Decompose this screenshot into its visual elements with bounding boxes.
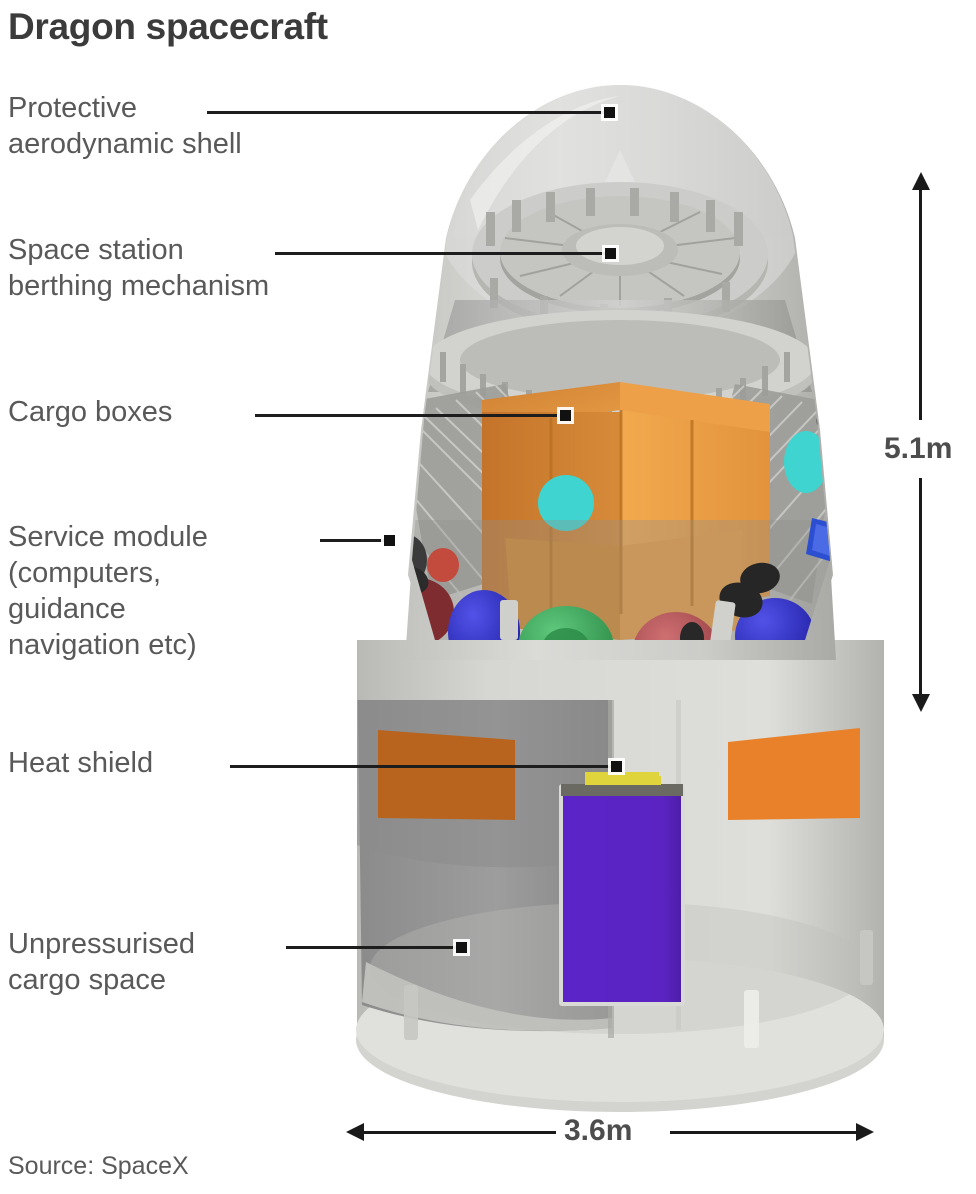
trunk-section	[356, 640, 884, 1112]
capsule-section	[378, 85, 860, 820]
leader-dot-berthing-mechanism	[605, 248, 616, 259]
dimension-line-height-lower	[919, 478, 922, 696]
dimension-arrow-bottom	[912, 694, 930, 712]
propellant-tank	[518, 606, 614, 640]
callout-berthing-mechanism: Space station berthing mechanism	[8, 234, 270, 302]
page-title: Dragon spacecraft	[8, 6, 328, 47]
cargo-fitting	[538, 475, 594, 531]
leader-dot-cargo-boxes	[560, 410, 571, 421]
dimension-line-height-upper	[919, 188, 922, 420]
dimension-line-width-right	[670, 1131, 856, 1134]
dimension-line-width-left	[362, 1131, 556, 1134]
dimension-arrow-right	[856, 1123, 874, 1141]
dimension-label-height: 5.1m	[878, 432, 959, 466]
callout-service-module: Service module (computers, guidance navi…	[8, 521, 208, 661]
trunk-radiator-panels	[378, 728, 860, 820]
dimension-label-width: 3.6m	[558, 1114, 639, 1148]
leader-dot-heat-shield	[611, 761, 622, 772]
leader-dot-service-module	[384, 535, 395, 546]
propellant-tank	[735, 598, 815, 640]
callout-heat-shield: Heat shield	[8, 747, 154, 779]
shield-strip	[585, 772, 659, 782]
leader-line-cargo-boxes	[255, 414, 566, 417]
service-module-internals	[412, 401, 830, 640]
solar-panel	[563, 788, 681, 1002]
cargo-fitting	[784, 431, 828, 493]
callout-unpressurised-cargo: Unpressurised cargo space	[8, 928, 195, 996]
leader-line-unpressurised-cargo	[286, 946, 462, 949]
leader-dot-unpressurised-cargo	[456, 942, 467, 953]
berthing-mechanism	[472, 182, 768, 334]
dimension-arrow-top	[912, 172, 930, 190]
leader-dot-protective-shell	[604, 107, 615, 118]
dimension-arrow-left	[346, 1123, 364, 1141]
leader-line-protective-shell	[207, 111, 611, 114]
callout-protective-shell: Protective aerodynamic shell	[8, 92, 242, 160]
callout-cargo-boxes: Cargo boxes	[8, 396, 173, 428]
leader-line-service-module	[320, 539, 390, 542]
source-credit: Source: SpaceX	[8, 1152, 189, 1180]
leader-line-heat-shield	[230, 765, 618, 768]
leader-line-berthing-mechanism	[275, 252, 612, 255]
